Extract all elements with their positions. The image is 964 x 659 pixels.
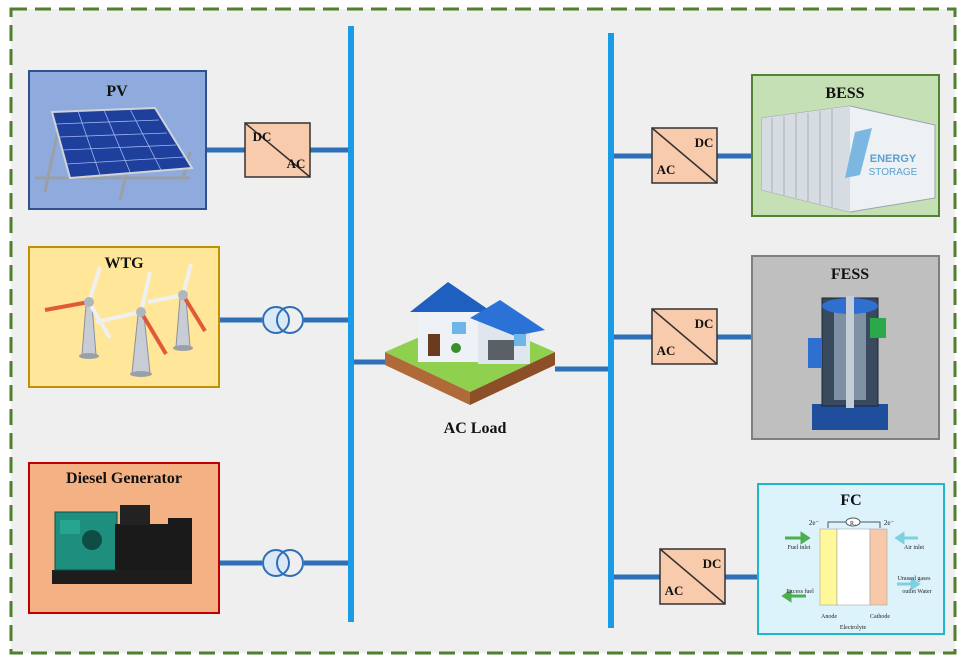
fc-electron-left: 2e⁻	[809, 519, 820, 527]
fc-fuel-inlet: Fuel inlet	[788, 545, 811, 551]
fc-block: FC R₂ 2e⁻ 2e⁻	[757, 483, 945, 635]
house-icon	[385, 282, 555, 405]
fess-converter-ac: AC	[657, 343, 676, 358]
flywheel-icon	[808, 296, 888, 430]
bess-label: BESS	[825, 85, 864, 102]
diesel-transformer-icon	[262, 549, 304, 577]
fc-label: FC	[840, 492, 861, 509]
bess-converter-ac: AC	[657, 162, 676, 177]
fc-anode: Anode	[821, 614, 837, 620]
fc-excess-fuel: Excess fuel	[786, 588, 814, 595]
bess-container-text-2: STORAGE	[869, 167, 918, 178]
fess-block: FESS	[751, 255, 940, 440]
fc-load-symbol: R₂	[850, 521, 856, 527]
pv-inverter: DC AC	[244, 122, 311, 178]
fess-converter: DC AC	[651, 308, 718, 365]
wind-turbine-icon	[44, 263, 207, 377]
fc-water-outlet: outlet Water	[902, 589, 931, 595]
fess-converter-dc: DC	[695, 316, 714, 331]
bess-block: BESS ENERGY STORAGE	[751, 74, 940, 217]
pv-inverter-dc: DC	[253, 129, 272, 144]
fc-cathode: Cathode	[870, 614, 890, 620]
fuel-cell-schematic: R₂ 2e⁻ 2e⁻ Fuel inlet Excess fuel A	[781, 517, 932, 631]
bess-converter: DC AC	[651, 127, 718, 184]
solar-panel-icon	[35, 106, 194, 201]
fc-converter: DC AC	[659, 548, 726, 605]
diesel-label: Diesel Generator	[66, 470, 182, 487]
fc-electrolyte: Electrolyte	[840, 625, 867, 631]
fc-unused-gases: Unused gases	[898, 576, 931, 582]
bess-container-text-1: ENERGY	[870, 153, 917, 165]
pv-block: PV	[28, 70, 207, 210]
pv-label: PV	[106, 83, 128, 100]
fess-label: FESS	[831, 266, 869, 283]
wtg-label: WTG	[104, 255, 144, 272]
generator-icon	[52, 505, 192, 584]
pv-inverter-ac: AC	[287, 156, 306, 171]
diesel-block: Diesel Generator	[28, 462, 220, 614]
bess-converter-dc: DC	[695, 135, 714, 150]
wtg-transformer-icon	[262, 306, 304, 334]
ac-load-label: AC Load	[444, 420, 507, 437]
fc-air-inlet: Air inlet	[904, 545, 924, 551]
connection-lines	[206, 147, 758, 580]
wtg-block: WTG	[28, 246, 220, 388]
fc-converter-dc: DC	[703, 556, 722, 571]
fc-converter-ac: AC	[665, 583, 684, 598]
fc-electron-right: 2e⁻	[884, 519, 895, 527]
battery-container-icon: ENERGY STORAGE	[761, 105, 936, 213]
